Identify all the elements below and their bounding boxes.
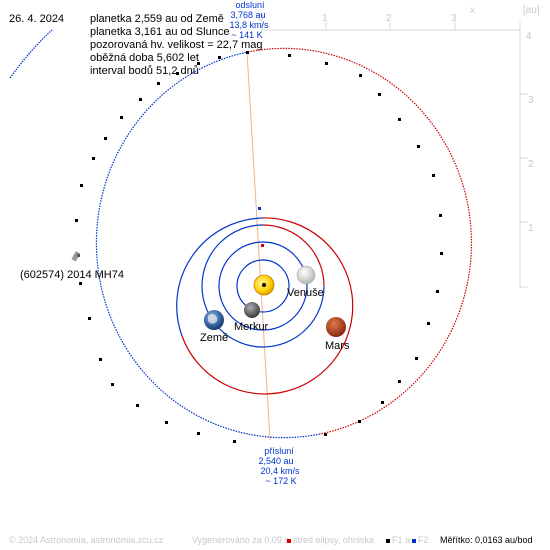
legend-f2-marker-icon (412, 538, 416, 543)
aphelion-speed: 13,8 km/s (229, 20, 269, 30)
mercury-icon (244, 302, 260, 318)
mars-icon (326, 317, 346, 337)
outer-planet-orbit-arc (9, 29, 53, 79)
legend-center-marker-icon (287, 538, 291, 543)
earth-icon (204, 310, 224, 330)
info-line-interval: interval bodů 51,2 dnů (90, 65, 199, 77)
legend-center-label: střed elipsy, ohniska (293, 535, 374, 545)
info-line-period: oběžná doba 5,602 let (90, 52, 199, 64)
asteroid-label: (602574) 2014 MH74 (20, 269, 124, 281)
asteroid-icon (71, 251, 81, 262)
legend-f2-label: F2 (418, 535, 429, 545)
scale-tick-x-3: 3 (451, 13, 457, 24)
info-line-magnitude: pozorovaná hv. velikost = 22,7 mag (90, 39, 263, 51)
date-label: 26. 4. 2024 (9, 13, 65, 25)
scale-ruler: 0 1 2 3 x [au] 4 3 2 1 (258, 5, 540, 288)
perihelion-label: přísluní 2,540 au 20,4 km/s ~ 172 K (258, 446, 300, 486)
legend-f1-label: F1 a (392, 535, 411, 545)
legend-f1-marker-icon (386, 538, 390, 543)
earth-label: Země (200, 332, 228, 344)
mars-orbit-blue (176, 217, 263, 337)
info-line-distance-earth: planetka 2,559 au od Země (90, 13, 224, 25)
perihelion-temp: ~ 172 K (265, 476, 296, 486)
scale-tick-y-3: 3 (528, 95, 534, 106)
scale-unit-label: [au] (523, 5, 540, 16)
asteroid-orbit-points (75, 51, 443, 443)
perihelion-speed: 20,4 km/s (260, 466, 300, 476)
venus-icon (296, 265, 316, 285)
venus-orbit (218, 241, 308, 331)
mercury-label: Merkur (234, 321, 269, 333)
aphelion-title: odsluní (235, 0, 265, 10)
footer-f2-legend: F2 (412, 530, 429, 550)
asteroid-orbit-blue (95, 51, 321, 439)
footer-f1-legend: F1 a (386, 530, 410, 550)
info-line-distance-sun: planetka 3,161 au od Slunce (90, 26, 230, 38)
scale-x-label: x (470, 5, 475, 16)
ellipse-center-point (258, 207, 261, 210)
mars-label: Mars (325, 340, 350, 352)
sun-icon (253, 274, 275, 296)
aphelion-temp: ~ 141 K (231, 30, 262, 40)
earth-orbit-blue (201, 224, 325, 348)
aphelion-distance: 3,768 au (230, 10, 265, 20)
scale-tick-x-0: 0 (258, 13, 264, 24)
scale-tick-x-2: 2 (386, 13, 392, 24)
mercury-orbit (236, 259, 290, 313)
asteroid-orbit-red (247, 47, 473, 435)
mars-orbit-red (181, 217, 354, 395)
earth-orbit-red (262, 224, 325, 287)
footer-scale: Měřítko: 0,0163 au/bod (440, 535, 533, 545)
apsidal-line (246, 51, 271, 441)
scale-tick-y-4: 4 (526, 31, 532, 42)
footer-center-legend: střed elipsy, ohniska (287, 530, 374, 550)
footer-copyright: © 2024 Astronomia, astronomia.zcu.cz (9, 535, 164, 545)
header-info: planetka 2,559 au od Země planetka 3,161… (90, 13, 263, 78)
aphelion-label: odsluní 3,768 au 13,8 km/s ~ 141 K (229, 0, 269, 40)
footer-generated: Vygenerováno za 0,09 s (192, 535, 289, 545)
perihelion-title: přísluní (264, 446, 294, 456)
venus-label: Venuše (287, 287, 324, 299)
earth-orbit-points (261, 244, 264, 247)
scale-tick-y-1: 1 (528, 223, 534, 234)
scale-tick-x-1: 1 (322, 13, 328, 24)
perihelion-distance: 2,540 au (258, 456, 293, 466)
scale-tick-y-2: 2 (528, 159, 534, 170)
footer-bar: © 2024 Astronomia, astronomia.zcu.cz Vyg… (0, 530, 550, 550)
